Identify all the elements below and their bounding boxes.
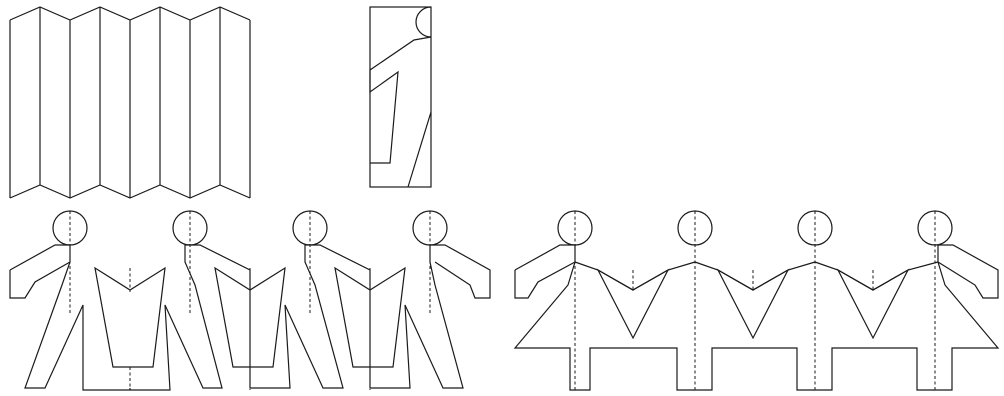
- girl-heads: [558, 211, 952, 245]
- girl-arm-link: [695, 262, 815, 290]
- girl-chain: [515, 211, 998, 390]
- boy-chain-left-arm: [10, 262, 70, 298]
- boy-heads: [53, 211, 447, 245]
- girl-arm-link: [815, 262, 938, 290]
- folded-paper-strip: [10, 7, 250, 198]
- boy-gap-1: [95, 268, 165, 367]
- template-leg-cut: [408, 112, 431, 187]
- girl-gap-2: [718, 270, 788, 338]
- girl-fold-lines: [575, 211, 935, 390]
- fold-strip-top-edge: [10, 7, 250, 20]
- template-half-body-outline: [370, 37, 431, 163]
- girl-chain-left-arm: [515, 262, 575, 298]
- template-half-head: [416, 7, 431, 37]
- fold-creases: [10, 7, 250, 198]
- girl-gap-1: [598, 270, 668, 338]
- girl-arm-link: [575, 262, 695, 290]
- girl-gap-3: [838, 270, 908, 338]
- half-figure-template: [370, 7, 431, 187]
- boy-chain: [10, 211, 490, 390]
